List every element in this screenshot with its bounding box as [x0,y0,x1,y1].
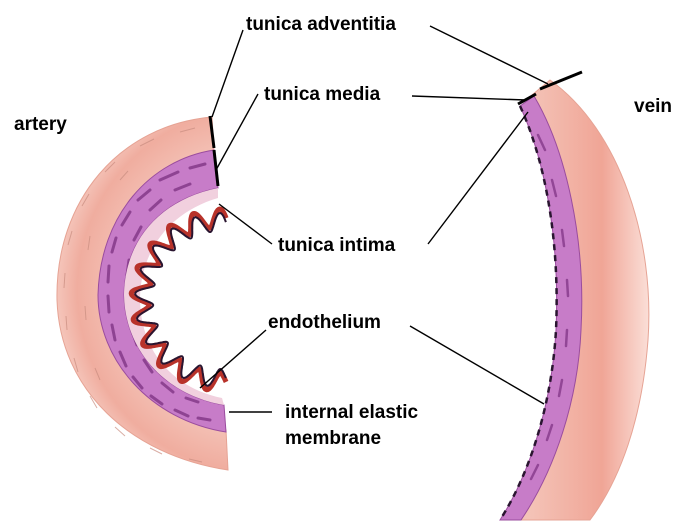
leader-tunica-intima-artery [219,204,272,244]
tick-adventitia-vein [540,72,582,89]
leader-tunica-media-vein [412,96,526,100]
label-tunica-adventitia: tunica adventitia [246,14,396,35]
label-internal-elastic: internal elastic [285,402,418,423]
vein-cross-section [500,80,649,520]
label-artery: artery [14,114,67,135]
label-tunica-intima: tunica intima [278,235,396,256]
leader-tunica-intima-vein [428,112,528,244]
leader-tunica-media-artery [216,94,258,170]
leader-endothelium-artery [200,330,266,388]
leader-lines [200,26,582,412]
artery-cross-section [57,117,228,470]
leader-tunica-adventitia-artery [212,30,243,117]
label-endothelium: endothelium [268,312,381,333]
label-membrane: membrane [285,428,381,449]
label-tunica-media: tunica media [264,84,381,105]
label-vein: vein [634,96,672,117]
leader-endothelium-vein [410,326,544,404]
leader-tunica-adventitia-vein [430,26,548,84]
